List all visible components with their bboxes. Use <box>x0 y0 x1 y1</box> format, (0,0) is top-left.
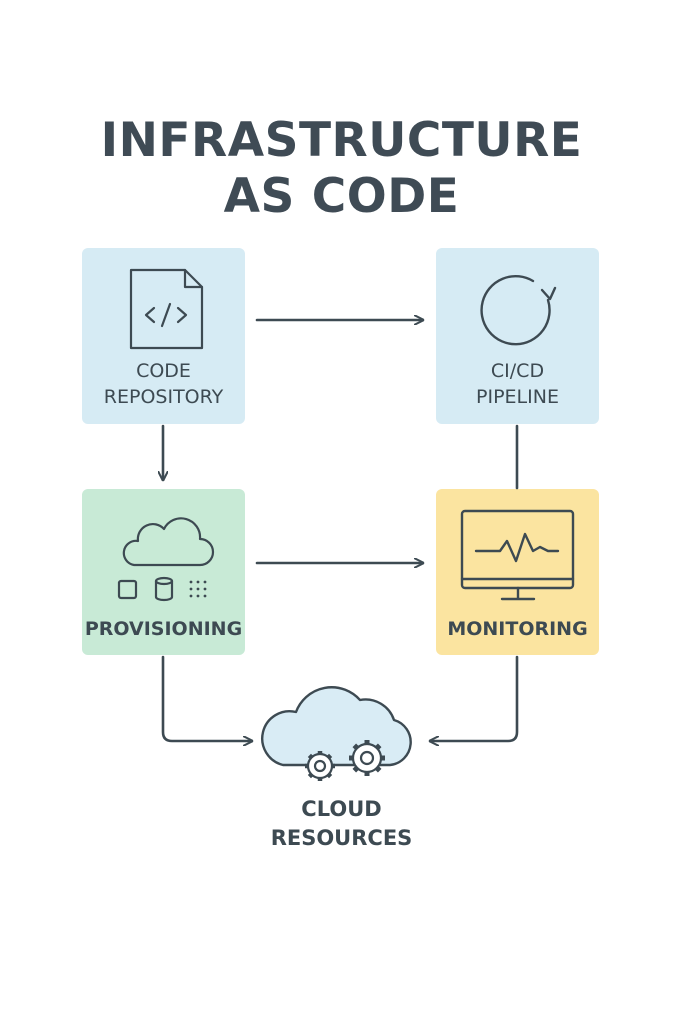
code-file-icon <box>129 268 204 350</box>
diagram-title-line-2: AS CODE <box>223 169 460 224</box>
monitoring-label: MONITORING <box>447 618 588 640</box>
cloud-resources-icon <box>117 517 215 602</box>
cloud-resources-label-line-2: RESOURCES <box>270 826 413 850</box>
arrow-provisioning-to-cloud <box>161 655 254 741</box>
ci-cd-pipeline-node: CI/CD PIPELINE <box>436 248 599 424</box>
ci-cd-pipeline-label-line-2: PIPELINE <box>476 386 559 408</box>
monitor-pulse-icon <box>460 509 575 601</box>
provisioning-label: PROVISIONING <box>84 618 243 640</box>
code-repository-label-line-2: REPOSITORY <box>103 386 224 408</box>
arrow-monitoring-to-cloud <box>428 655 519 741</box>
code-repository-node: CODE REPOSITORY <box>82 248 245 424</box>
monitoring-node: MONITORING <box>436 489 599 655</box>
code-repository-label-line-1: CODE <box>136 360 191 382</box>
refresh-cycle-icon <box>480 275 557 346</box>
ci-cd-pipeline-label-line-1: CI/CD <box>490 360 545 382</box>
gear-icon-large <box>349 740 385 776</box>
provisioning-node: PROVISIONING <box>82 489 245 655</box>
gear-icon-small <box>305 751 335 781</box>
cloud-resources-label-line-1: CLOUD <box>301 797 382 821</box>
diagram-title-line-1: INFRASTRUCTURE <box>100 113 583 168</box>
